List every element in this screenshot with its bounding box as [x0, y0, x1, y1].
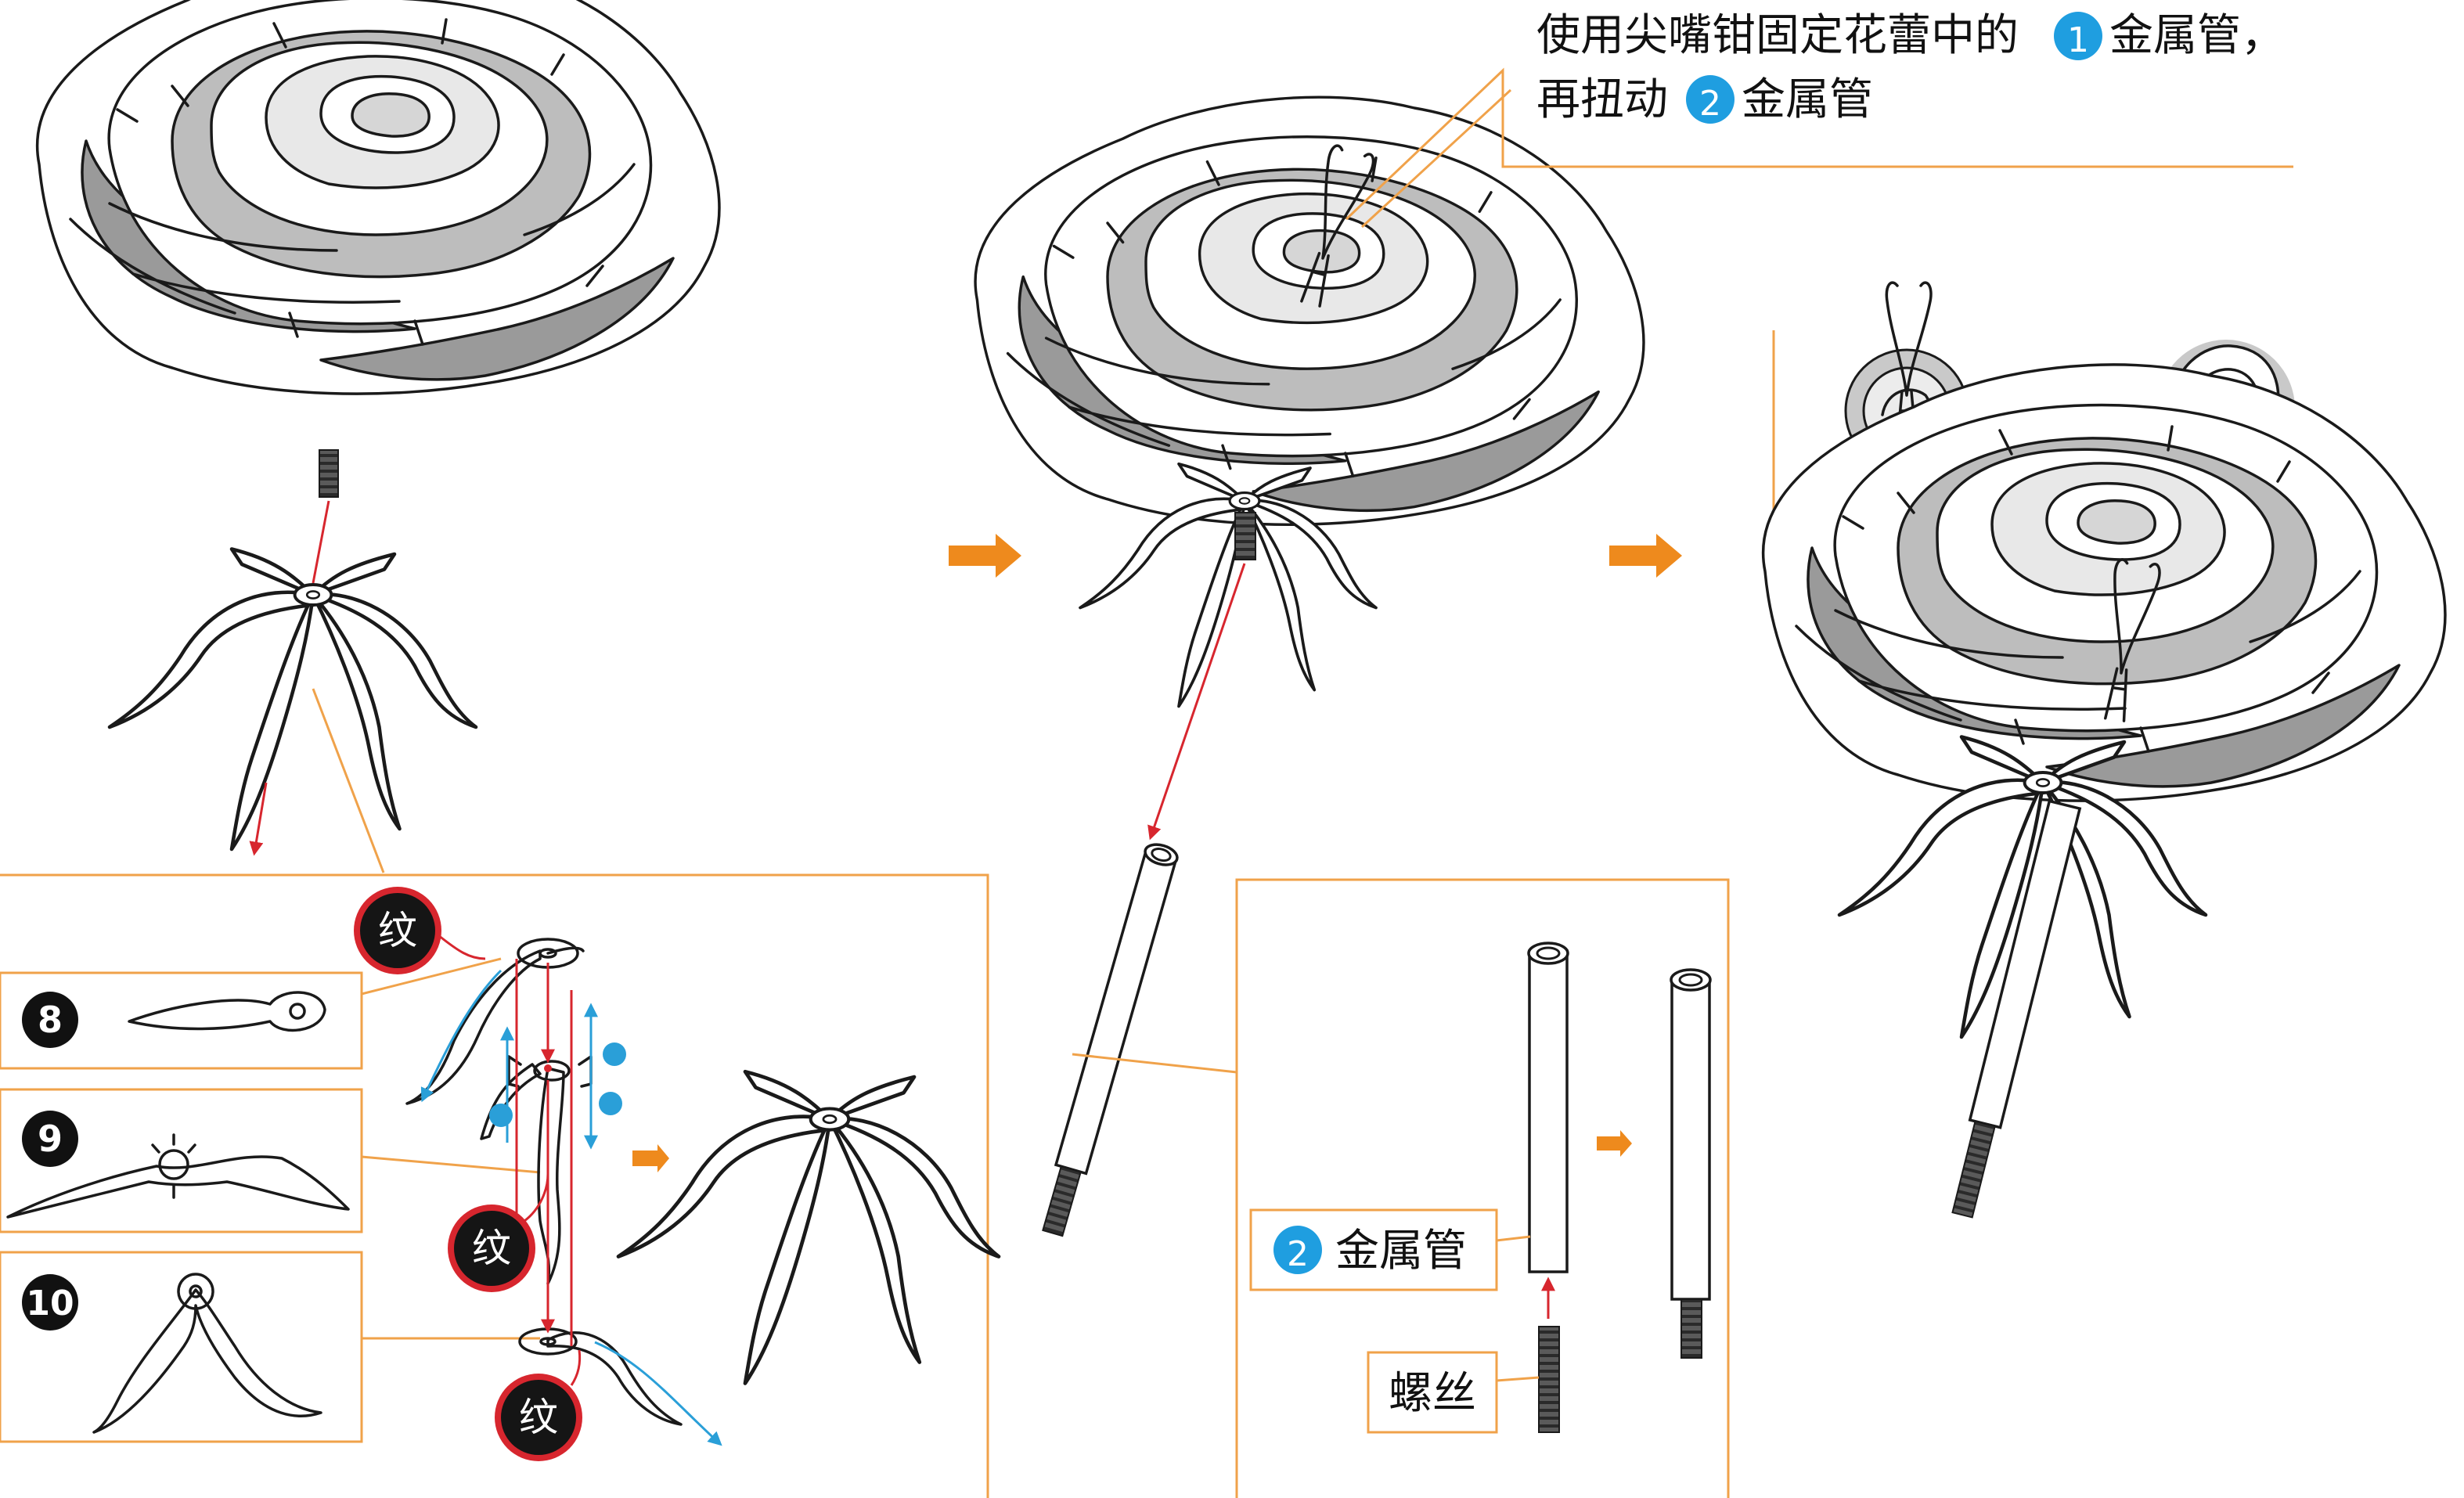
instruction-line1-a: 使用尖嘴钳固定花蕾中的 [1536, 10, 2019, 61]
tube-screw-box: 2 金属管 螺丝 [1235, 878, 1730, 1498]
glue-badge-3: 纹 [519, 1395, 558, 1440]
tube-label-text: 金属管 [1335, 1226, 1467, 1277]
instruction-line1-b: 金属管， [2109, 10, 2285, 61]
step-9-badge [22, 1111, 78, 1167]
step-10-number: 10 [26, 1284, 74, 1323]
badge-1-number: 1 [2067, 20, 2089, 60]
middle-rose-group [974, 67, 2293, 1237]
big-arrow-1 [949, 534, 1021, 578]
instruction-line2-b: 金属管 [1742, 74, 1873, 125]
small-arrow-1 [632, 1144, 669, 1172]
glue-badge-2: 纹 [472, 1226, 511, 1271]
instruction-text: 使用尖嘴钳固定花蕾中的 1 金属管， 再扭动 2 金属管 [1536, 10, 2285, 125]
step-8-badge [22, 992, 78, 1048]
instruction-line2-a: 再扭动 [1536, 74, 1668, 125]
tube-label-number: 2 [1287, 1234, 1309, 1274]
badge-2-number: 2 [1699, 84, 1721, 124]
glue-badge-1: 纹 [378, 908, 417, 953]
badge-2 [1686, 75, 1735, 124]
tube-label-badge [1273, 1226, 1322, 1274]
step-9-number: 9 [38, 1118, 63, 1160]
big-arrow-2 [1609, 534, 1682, 578]
steps-box: 8 9 10 [0, 873, 999, 1498]
badge-1 [2054, 12, 2102, 60]
screw-label: 螺丝 [1389, 1368, 1476, 1419]
small-arrow-2 [1597, 1130, 1632, 1157]
svg-text:使用尖嘴钳固定花蕾中的: 使用尖嘴钳固定花蕾中的 [1536, 10, 2019, 61]
step-10-badge [22, 1274, 78, 1331]
right-rose-group [1761, 281, 2447, 1219]
step-8-number: 8 [38, 999, 63, 1041]
left-rose-group [35, 0, 721, 873]
